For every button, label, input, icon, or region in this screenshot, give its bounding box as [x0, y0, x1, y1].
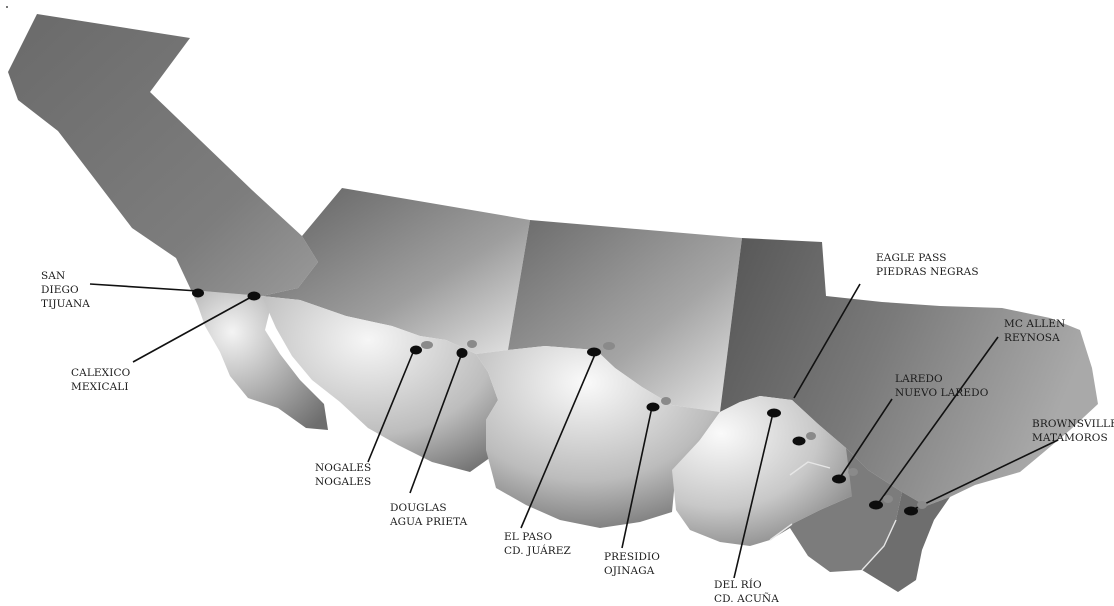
label-san-diego-us-1: SAN: [41, 270, 66, 282]
leader-mc-allen: [876, 336, 999, 506]
marker-san-diego-tijuana: [192, 288, 204, 298]
marker-douglas-agua-prieta: [456, 348, 468, 358]
sonora-region: [262, 296, 498, 472]
label-nuevo-laredo-mx: NUEVO LAREDO: [895, 387, 989, 399]
marker-el-paso-cd-juarez: [587, 347, 601, 357]
marker-brownsville-matamoros: [904, 506, 918, 516]
label-nogales-mx: NOGALES: [315, 476, 372, 488]
marker-presidio-ojinaga: [646, 402, 660, 412]
label-calexico-us: CALEXICO: [71, 367, 131, 379]
leader-el-paso: [520, 351, 597, 529]
leader-presidio: [621, 406, 653, 549]
leader-nogales: [367, 349, 415, 463]
label-ojinaga-mx: OJINAGA: [604, 565, 655, 577]
label-presidio-ojinaga: PRESIDIO OJINAGA: [604, 550, 660, 578]
label-cd-juarez-mx: CD. JUÁREZ: [504, 545, 571, 557]
crossing-markers: [192, 288, 927, 516]
leader-douglas: [409, 352, 463, 494]
label-presidio-us: PRESIDIO: [604, 551, 660, 563]
marker-mc-allen-reynosa: [869, 500, 883, 510]
label-san-diego-tijuana: SAN DIEGO TIJUANA: [41, 269, 90, 311]
label-nogales-us: NOGALES: [315, 462, 372, 474]
label-nogales-nogales: NOGALES NOGALES: [315, 461, 371, 489]
label-eagle-pass-us: EAGLE PASS: [876, 252, 947, 264]
label-el-paso-us: EL PASO: [504, 531, 553, 543]
label-eagle-pass-piedras-negras: EAGLE PASS PIEDRAS NEGRAS: [876, 251, 979, 279]
state-line: [769, 461, 897, 571]
tamaulipas-region: [862, 470, 950, 592]
label-laredo-nuevo-laredo: LAREDO NUEVO LAREDO: [895, 372, 988, 400]
label-brownsville-matamoros: BROWNSVILLE MATAMOROS: [1032, 417, 1114, 445]
label-douglas-us: DOUGLAS: [390, 502, 447, 514]
marker-laredo-nuevo-laredo: [832, 474, 846, 484]
label-san-diego-us-2: DIEGO: [41, 284, 79, 296]
label-tijuana-mx: TIJUANA: [41, 298, 90, 310]
label-agua-prieta-mx: AGUA PRIETA: [390, 516, 468, 528]
label-matamoros-mx: MATAMOROS: [1032, 432, 1108, 444]
leader-lines: [89, 283, 1059, 579]
leader-san-diego: [89, 283, 199, 292]
label-mexicali-mx: MEXICALI: [71, 381, 129, 393]
label-brownsville-us: BROWNSVILLE: [1032, 418, 1114, 430]
label-mc-allen-reynosa: MC ALLEN REYNOSA: [1004, 317, 1065, 345]
coahuila-region: [672, 396, 868, 546]
leader-calexico: [132, 295, 254, 363]
marker-nogales: [410, 345, 422, 355]
label-cd-acuna-mx: CD. ACUÑA: [714, 593, 779, 605]
leader-eagle-pass: [793, 283, 861, 399]
label-del-rio-us: DEL RÍO: [714, 579, 762, 591]
marker-eagle-pass-piedras-negras: [792, 436, 806, 446]
marker-calexico-mexicali: [247, 291, 261, 301]
label-piedras-negras-mx: PIEDRAS NEGRAS: [876, 266, 979, 278]
leader-brownsville: [911, 439, 1059, 511]
leader-laredo: [838, 398, 893, 480]
leader-del-rio: [733, 412, 774, 579]
label-reynosa-mx: REYNOSA: [1004, 332, 1060, 344]
label-douglas-agua-prieta: DOUGLAS AGUA PRIETA: [390, 501, 467, 529]
arizona-state: [262, 188, 530, 354]
baja-california-region: [191, 290, 328, 430]
label-del-rio-cd-acuna: DEL RÍO CD. ACUÑA: [714, 578, 779, 606]
corner-speck: [6, 6, 8, 8]
label-el-paso-cd-juarez: EL PASO CD. JUÁREZ: [504, 530, 571, 558]
label-mc-allen-us: MC ALLEN: [1004, 318, 1066, 330]
texas-state: [720, 238, 1098, 506]
chihuahua-region: [476, 346, 720, 528]
new-mexico-state: [508, 220, 742, 412]
label-laredo-us: LAREDO: [895, 373, 943, 385]
nuevo-leon-region: [770, 448, 902, 572]
label-calexico-mexicali: CALEXICO MEXICALI: [71, 366, 130, 394]
marker-del-rio-cd-acuna: [767, 408, 781, 418]
california-state: [8, 14, 318, 296]
